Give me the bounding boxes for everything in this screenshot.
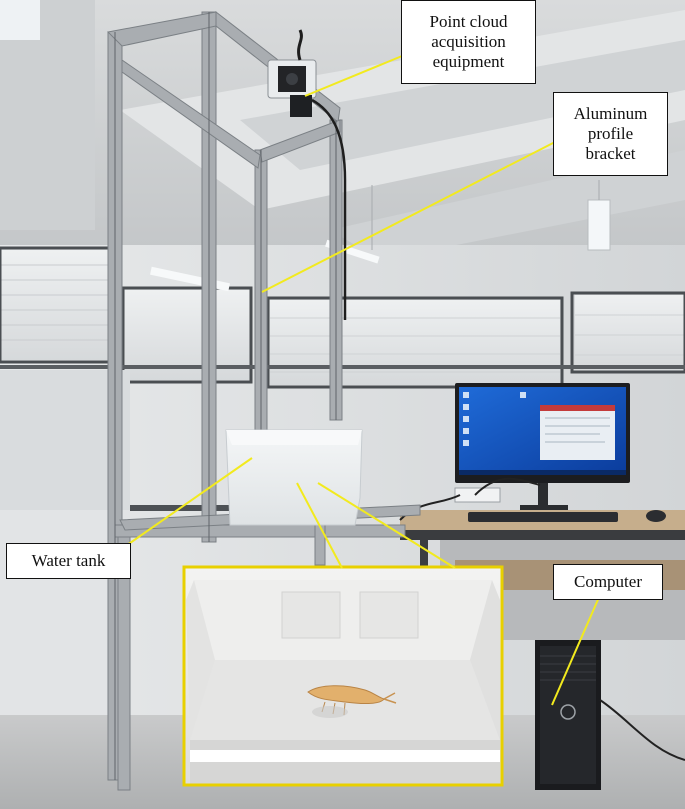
label-line: equipment (432, 52, 505, 71)
right-window (575, 295, 685, 370)
label-line: Aluminum (573, 104, 648, 123)
shrimp-specimen (307, 685, 397, 718)
label-water-tank: Water tank (6, 543, 131, 579)
label-line: acquisition (431, 32, 506, 51)
label-line: Point cloud (429, 12, 508, 31)
center-window (270, 300, 560, 385)
left-window (0, 250, 110, 360)
camera-device (267, 29, 347, 320)
label-aluminum-profile-bracket: Aluminum profile bracket (553, 92, 668, 176)
water-tank (225, 429, 363, 526)
leader-lines (119, 55, 601, 706)
mouse (646, 510, 666, 522)
keyboard (468, 512, 618, 522)
inset-border (182, 565, 504, 787)
inset-photo (184, 567, 502, 785)
label-line: Computer (574, 572, 642, 591)
label-line: Water tank (31, 551, 106, 570)
label-point-cloud-equipment: Point cloud acquisition equipment (401, 0, 536, 84)
label-line: profile (587, 124, 634, 143)
label-line: bracket (585, 144, 636, 163)
label-computer: Computer (553, 564, 663, 600)
